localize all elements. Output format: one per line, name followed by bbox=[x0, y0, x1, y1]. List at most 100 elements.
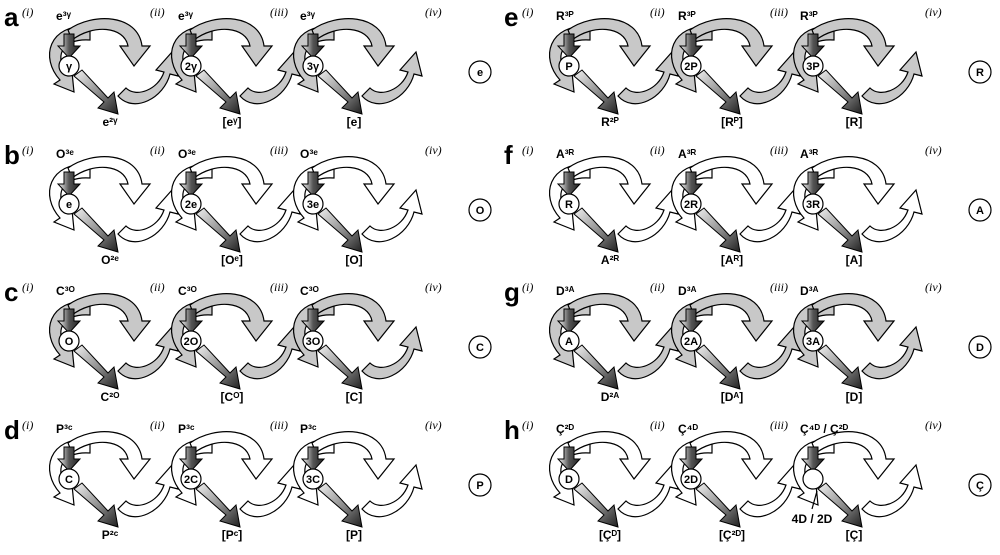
species-circle bbox=[802, 468, 824, 490]
top-arch-arrow bbox=[311, 293, 396, 343]
top-label: e³ᵞ bbox=[178, 9, 194, 23]
bottom-label: O²ᵉ bbox=[101, 253, 119, 267]
bottom-label: [D] bbox=[846, 390, 863, 404]
top-arch-arrow bbox=[67, 18, 152, 68]
circle-label: 3O bbox=[306, 336, 321, 348]
top-arch-arrow bbox=[811, 156, 896, 206]
roman-numeral: (ii) bbox=[650, 5, 665, 19]
circle-label: 2γ bbox=[185, 61, 198, 73]
top-arch-arrow bbox=[311, 431, 396, 481]
species-circle bbox=[180, 468, 202, 490]
roman-numeral: (ii) bbox=[150, 5, 165, 19]
down-arrow bbox=[678, 33, 704, 59]
bottom-label: [eᵞ] bbox=[222, 115, 241, 129]
diagonal-arrow bbox=[817, 207, 863, 253]
top-arch-arrow bbox=[811, 18, 896, 68]
down-arrow bbox=[300, 308, 326, 334]
down-arrow bbox=[800, 171, 826, 197]
roman-numeral: (i) bbox=[522, 418, 533, 432]
right-upward-arrow bbox=[239, 188, 301, 243]
top-label: D³ᴬ bbox=[800, 284, 819, 298]
down-arrow bbox=[678, 171, 704, 197]
diagonal-arrow bbox=[73, 344, 119, 390]
final-label: Ç bbox=[976, 480, 984, 492]
down-arrow bbox=[300, 446, 326, 472]
top-label: P³ᶜ bbox=[300, 422, 317, 436]
species-circle bbox=[558, 193, 580, 215]
right-upward-arrow bbox=[861, 463, 923, 518]
right-upward-arrow bbox=[861, 325, 923, 380]
diagonal-arrow bbox=[195, 69, 241, 115]
top-label: R³ᴾ bbox=[800, 9, 818, 23]
down-arrow bbox=[800, 33, 826, 59]
roman-numeral: (i) bbox=[522, 143, 533, 157]
down-arrow bbox=[556, 308, 582, 334]
down-arrow bbox=[800, 446, 826, 472]
top-arch-arrow bbox=[67, 431, 152, 481]
top-arch-arrow bbox=[689, 18, 774, 68]
panel-c: c(i)(ii)(iii)(iv)OC³ᴼC²ᴼ2OC³ᴼ[Cᴼ]3OC³ᴼ[C… bbox=[4, 277, 492, 404]
roman-numeral: (iii) bbox=[270, 280, 288, 294]
diagonal-arrow bbox=[317, 69, 363, 115]
top-label: D³ᴬ bbox=[678, 284, 697, 298]
panel-letter: e bbox=[504, 2, 518, 32]
right-upward-arrow bbox=[117, 463, 179, 518]
top-arch-arrow bbox=[567, 18, 652, 68]
bottom-label: R²ᴾ bbox=[601, 115, 619, 129]
final-circle bbox=[468, 60, 492, 84]
final-circle bbox=[468, 473, 492, 497]
bottom-label: [Rᴾ] bbox=[721, 115, 743, 129]
top-arch-arrow bbox=[311, 18, 396, 68]
roman-numeral: (i) bbox=[22, 280, 33, 294]
down-arrow bbox=[300, 171, 326, 197]
panel-g: g(i)(ii)(iii)(iv)AD³ᴬD²ᴬ2AD³ᴬ[Dᴬ]3AD³ᴬ[D… bbox=[504, 277, 992, 404]
bottom-label: D²ᴬ bbox=[601, 390, 620, 404]
circle-label: 3R bbox=[806, 199, 820, 211]
roman-numeral: (iii) bbox=[770, 280, 788, 294]
top-label: C³ᴼ bbox=[300, 284, 319, 298]
species-circle bbox=[302, 468, 324, 490]
panels-root: a(i)(ii)(iii)(iv)γe³ᵞe²ᵞ2γe³ᵞ[eᵞ]3γe³ᵞ[e… bbox=[4, 2, 992, 542]
roman-numeral: (iv) bbox=[925, 280, 942, 294]
roman-numeral: (iii) bbox=[770, 5, 788, 19]
top-arch-arrow bbox=[67, 156, 152, 206]
panel-letter: h bbox=[504, 415, 520, 445]
roman-numeral: (i) bbox=[22, 143, 33, 157]
bottom-label: [Çᴰ] bbox=[599, 528, 621, 542]
bottom-label: [P] bbox=[346, 528, 362, 542]
roman-numeral: (iv) bbox=[925, 418, 942, 432]
top-label: O³ᵉ bbox=[178, 147, 196, 161]
diagonal-arrow bbox=[195, 207, 241, 253]
bottom-label: [Pᶜ] bbox=[222, 528, 243, 542]
final-circle bbox=[468, 198, 492, 222]
final-circle bbox=[968, 198, 992, 222]
right-upward-arrow bbox=[617, 188, 679, 243]
roman-numeral: (iii) bbox=[770, 418, 788, 432]
species-circle bbox=[180, 55, 202, 77]
diagonal-arrow bbox=[573, 69, 619, 115]
diagonal-arrow bbox=[817, 344, 863, 390]
bottom-label: [A] bbox=[846, 253, 863, 267]
top-arch-arrow bbox=[567, 156, 652, 206]
diagonal-arrow bbox=[195, 482, 241, 528]
right-upward-arrow bbox=[617, 463, 679, 518]
down-arrow bbox=[56, 171, 82, 197]
final-label: R bbox=[976, 67, 984, 79]
top-arch-arrow bbox=[567, 293, 652, 343]
diagonal-arrow bbox=[573, 482, 619, 528]
roman-numeral: (iii) bbox=[270, 143, 288, 157]
down-arrow bbox=[178, 33, 204, 59]
top-label: C³ᴼ bbox=[56, 284, 75, 298]
bottom-label: [Dᴬ] bbox=[721, 390, 744, 404]
final-label: e bbox=[477, 67, 483, 79]
species-circle bbox=[58, 55, 80, 77]
roman-numeral: (i) bbox=[522, 5, 533, 19]
right-upward-arrow bbox=[361, 325, 423, 380]
top-label: A³ᴿ bbox=[800, 147, 819, 161]
bottom-label: [R] bbox=[846, 115, 863, 129]
circle-label: 3C bbox=[306, 474, 320, 486]
roman-numeral: (i) bbox=[22, 418, 33, 432]
circle-label: 2R bbox=[684, 199, 698, 211]
species-circle bbox=[302, 330, 324, 352]
